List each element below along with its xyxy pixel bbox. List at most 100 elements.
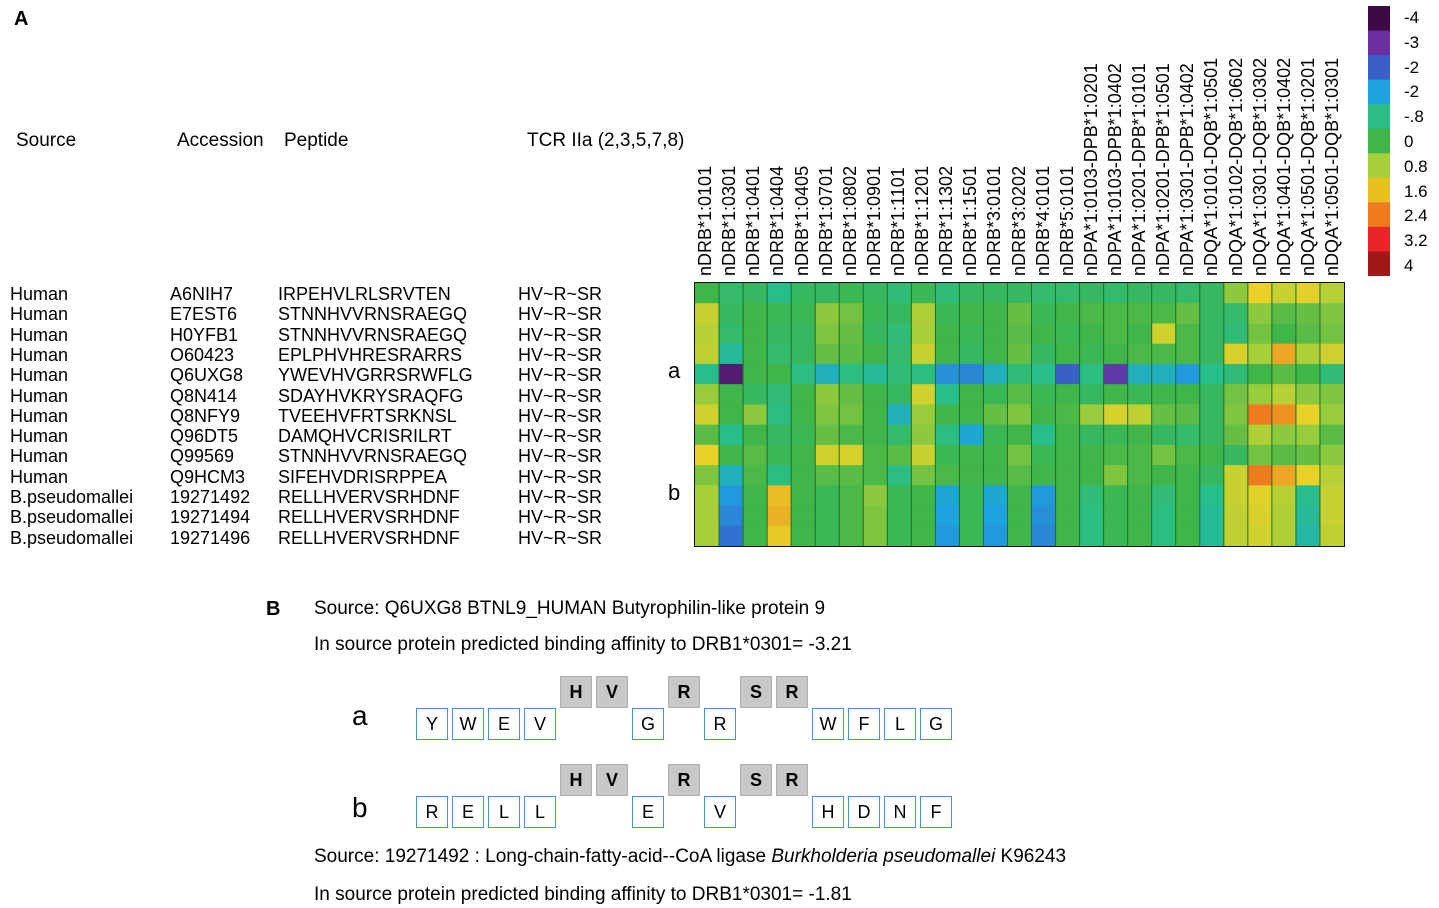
header-source: Source — [16, 130, 77, 151]
heatmap-cell — [839, 303, 864, 325]
heatmap-cell — [1055, 384, 1081, 405]
heatmap-cell — [1031, 404, 1057, 426]
heatmap-cell — [911, 465, 936, 486]
column-header: nDRB*1:0301 — [719, 165, 740, 276]
heatmap-cell — [695, 323, 720, 345]
heatmap-cell — [695, 404, 720, 426]
heatmap-cell — [743, 424, 768, 446]
heatmap-cell — [1151, 444, 1177, 466]
heatmap-cell — [1103, 505, 1129, 527]
heatmap-cell — [1031, 343, 1057, 365]
heatmap-cell — [791, 363, 816, 385]
row-accession: H0YFB1 — [170, 324, 239, 345]
heatmap-cell — [1175, 384, 1201, 405]
heatmap-cell — [791, 323, 816, 345]
row-peptide: RELLHVERVSRHDNF — [278, 507, 460, 528]
heatmap-cell — [1031, 505, 1057, 527]
heatmap-cell — [887, 505, 912, 527]
heatmap-cell — [743, 465, 768, 486]
heatmap-cell — [1103, 343, 1129, 365]
heatmap-cell — [1223, 343, 1249, 365]
heatmap-cell — [1055, 303, 1081, 325]
sequence-residue-box: W — [452, 708, 484, 740]
heatmap-cell — [887, 444, 912, 466]
heatmap-cell — [767, 343, 792, 365]
heatmap-cell — [887, 424, 912, 446]
heatmap-cell — [911, 485, 936, 507]
heatmap-cell — [1319, 303, 1344, 325]
heatmap-cell — [1151, 384, 1177, 405]
heatmap-cell — [743, 343, 768, 365]
heatmap-cell — [791, 404, 816, 426]
heatmap-cell — [839, 363, 864, 385]
heatmap-cell — [959, 444, 985, 466]
heatmap-cell — [1079, 525, 1105, 546]
heatmap-cell — [1223, 404, 1249, 426]
heatmap-cell — [767, 505, 792, 527]
heatmap-cell — [719, 363, 744, 385]
heatmap-cell — [815, 525, 840, 546]
heatmap-cell — [1103, 323, 1129, 345]
row-source: B.pseudomallei — [10, 507, 134, 528]
heatmap-cell — [1319, 343, 1344, 365]
heatmap-cell — [1295, 505, 1321, 527]
heatmap-cell — [935, 465, 961, 486]
heatmap-cell — [1055, 424, 1081, 446]
heatmap-cell — [791, 303, 816, 325]
column-header: nDQA*1:0501-DQB*1:0301 — [1321, 57, 1342, 276]
heatmap-cell — [1271, 485, 1297, 507]
heatmap-cell — [839, 424, 864, 446]
heatmap-cell — [839, 465, 864, 486]
row-tcr: HV~R~SR — [518, 324, 603, 345]
legend-swatch — [1368, 251, 1390, 276]
source-b-caption: Source: 19271492 : Long-chain-fatty-acid… — [314, 846, 1066, 868]
motif-residue-box: S — [740, 764, 772, 796]
heatmap-cell — [1319, 444, 1344, 466]
heatmap-cell — [1127, 283, 1153, 304]
heatmap-cell — [767, 303, 792, 325]
sequence-residue-box: N — [884, 796, 916, 828]
heatmap-cell — [1271, 283, 1297, 304]
heatmap-cell — [1007, 363, 1033, 385]
heatmap-cell — [1151, 323, 1177, 345]
column-header: nDQA*1:0301-DQB*1:0302 — [1249, 57, 1270, 276]
heatmap-cell — [1271, 343, 1297, 365]
motif-residue-box: R — [668, 676, 700, 708]
heatmap-cell — [1079, 444, 1105, 466]
heatmap-cell — [815, 444, 840, 466]
heatmap-cell — [1247, 424, 1273, 446]
heatmap-cell — [1103, 485, 1129, 507]
heatmap-cell — [1103, 363, 1129, 385]
heatmap-cell — [887, 465, 912, 486]
row-source: Human — [10, 446, 69, 467]
sequence-residue-box: Y — [416, 708, 448, 740]
heatmap-cell — [911, 323, 936, 345]
heatmap-cell — [1319, 424, 1344, 446]
heatmap-cell — [1247, 323, 1273, 345]
row-marker-b: b — [668, 480, 681, 505]
heatmap-cell — [1319, 384, 1344, 405]
heatmap-cell — [1271, 323, 1297, 345]
row-peptide: DAMQHVCRISRILRT — [278, 426, 452, 447]
heatmap-cell — [815, 424, 840, 446]
column-header: nDQA*1:0102-DQB*1:0602 — [1225, 57, 1246, 276]
legend-label: -2 — [1404, 57, 1420, 77]
row-peptide: STNNHVVRNSRAEGQ — [278, 324, 468, 345]
heatmap-cell — [1007, 424, 1033, 446]
heatmap-cell — [815, 363, 840, 385]
heatmap-cell — [1103, 424, 1129, 446]
heatmap-cell — [1103, 444, 1129, 466]
heatmap-cell — [983, 283, 1009, 304]
sequence-residue-box: L — [884, 708, 916, 740]
heatmap-cell — [791, 424, 816, 446]
heatmap-cell — [1271, 444, 1297, 466]
heatmap-cell — [1055, 465, 1081, 486]
column-header: nDRB*1:1201 — [912, 165, 933, 276]
row-accession: 19271496 — [170, 527, 251, 548]
heatmap-cell — [695, 505, 720, 527]
heatmap-cell — [1223, 465, 1249, 486]
column-header: nDRB*3:0202 — [1008, 165, 1029, 276]
heatmap-cell — [1151, 424, 1177, 446]
heatmap-cell — [839, 485, 864, 507]
heatmap-cell — [911, 505, 936, 527]
